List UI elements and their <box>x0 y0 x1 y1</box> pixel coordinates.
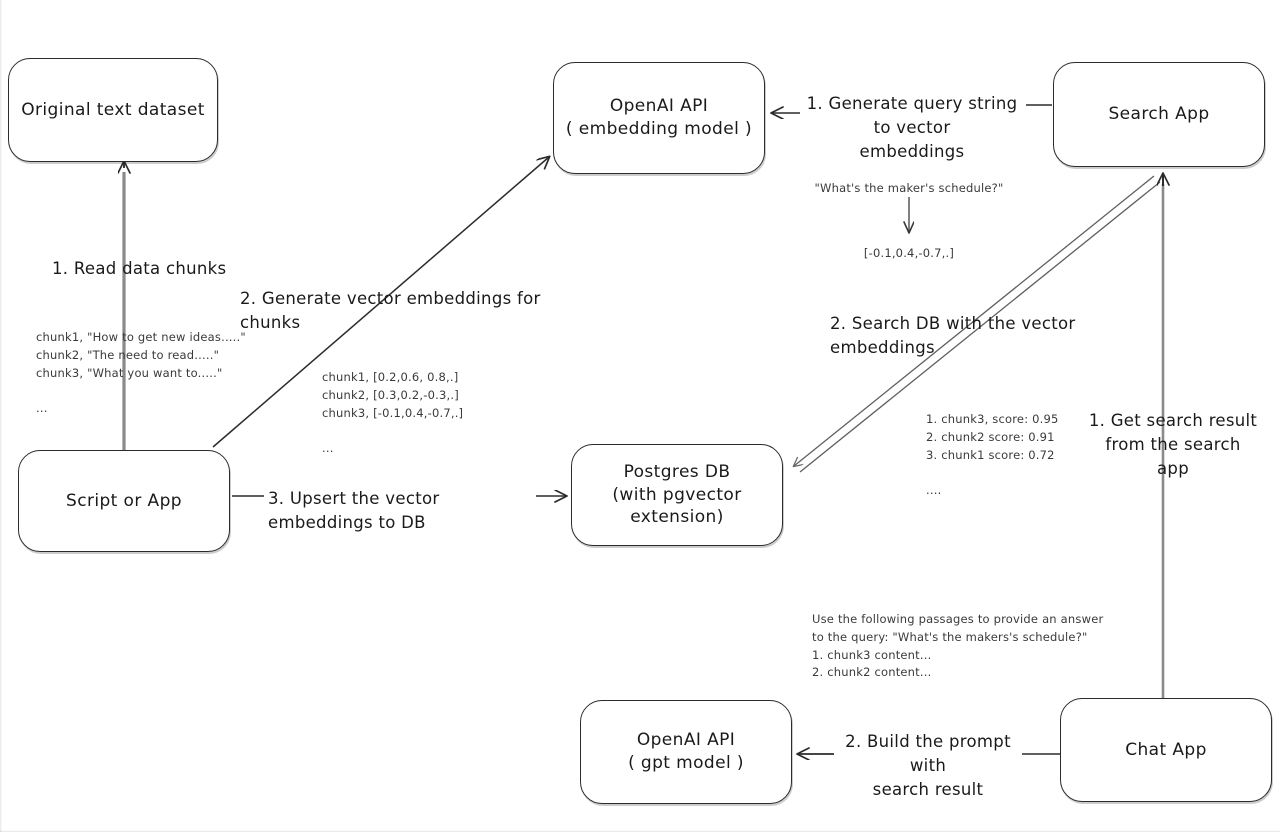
node-chat-app[interactable]: Chat App <box>1060 698 1272 802</box>
edge-label-upsert-embeddings: 3. Upsert the vector embeddings to DB <box>268 489 440 532</box>
node-label-line1: Chat App <box>1125 739 1207 760</box>
node-original-text-dataset[interactable]: Original text dataset <box>8 58 218 162</box>
note-query-embedding: [-0.1,0.4,-0.7,.] <box>863 246 955 260</box>
node-postgres-db[interactable]: Postgres DB (with pgvector extension) <box>571 444 783 546</box>
note-search-results: 1. chunk3, score: 0.95 2. chunk2 score: … <box>926 412 1059 498</box>
node-openai-api-gpt-model[interactable]: OpenAI API ( gpt model ) <box>580 700 792 804</box>
node-search-app[interactable]: Search App <box>1053 62 1265 167</box>
node-openai-api-embedding-model[interactable]: OpenAI API ( embedding model ) <box>553 62 765 174</box>
node-label-line1: Original text dataset <box>21 99 205 120</box>
note-prompt-sample: Use the following passages to provide an… <box>812 612 1104 680</box>
edge-label-search-db: 2. Search DB with the vector embeddings <box>830 314 1076 357</box>
edge-label-generate-query-embeddings: 1. Generate query string to vector embed… <box>806 94 1018 161</box>
note-chunks-sample: chunk1, "How to get new ideas....." chun… <box>36 330 246 416</box>
node-label-line1: OpenAI API <box>636 730 736 751</box>
node-label-line1: OpenAI API <box>609 96 709 117</box>
node-label-line2: ( gpt model ) <box>628 753 744 773</box>
edge-label-read-data-chunks: 1. Read data chunks <box>52 259 227 278</box>
node-label-line1: Postgres DB <box>623 461 731 482</box>
node-label-line2: (with pgvector extension) <box>612 484 742 528</box>
edge-label-build-prompt: 2. Build the prompt with search result <box>845 732 1011 799</box>
node-label-line1: Script or App <box>66 490 182 511</box>
edge-label-get-search-result: 1. Get search result from the search app <box>1088 411 1258 478</box>
note-chunk-embeddings-sample: chunk1, [0.2,0.6, 0.8,.] chunk2, [0.3,0.… <box>322 370 464 456</box>
node-label-line2: ( embedding model ) <box>565 119 753 139</box>
note-query-string: "What's the maker's schedule?" <box>814 181 1004 195</box>
node-script-or-app[interactable]: Script or App <box>18 450 230 552</box>
edge-label-generate-vector-embeddings: 2. Generate vector embeddings for chunks <box>240 289 541 332</box>
node-label-line1: Search App <box>1108 104 1210 125</box>
